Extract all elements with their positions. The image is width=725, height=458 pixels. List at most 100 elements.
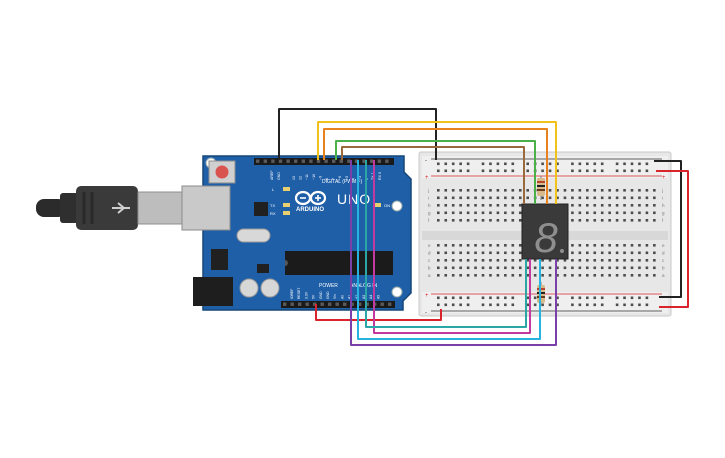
breadboard-hole[interactable] <box>563 274 567 277</box>
wire-teal[interactable] <box>365 160 527 328</box>
breadboard-hole[interactable] <box>600 266 604 270</box>
breadboard-hole[interactable] <box>481 219 485 222</box>
breadboard-hole[interactable] <box>437 169 440 173</box>
breadboard-hole[interactable] <box>615 266 619 270</box>
breadboard-hole[interactable] <box>504 251 507 255</box>
breadboard-hole[interactable] <box>511 219 515 222</box>
breadboard-hole[interactable] <box>608 211 611 215</box>
breadboard-hole[interactable] <box>556 162 559 166</box>
breadboard-hole[interactable] <box>586 189 589 192</box>
breadboard-hole[interactable] <box>586 196 589 200</box>
header-pin[interactable] <box>370 159 374 163</box>
breadboard-hole[interactable] <box>504 259 507 262</box>
breadboard-hole[interactable] <box>600 296 604 300</box>
breadboard-hole[interactable] <box>444 259 448 262</box>
breadboard-hole[interactable] <box>623 211 626 215</box>
breadboard-hole[interactable] <box>496 303 500 307</box>
breadboard-hole[interactable] <box>645 162 649 166</box>
breadboard-hole[interactable] <box>466 196 470 200</box>
breadboard-hole[interactable] <box>489 196 492 200</box>
breadboard-hole[interactable] <box>459 204 462 207</box>
breadboard-hole[interactable] <box>437 244 440 247</box>
breadboard-hole[interactable] <box>548 169 552 173</box>
breadboard-hole[interactable] <box>444 244 448 247</box>
breadboard-hole[interactable] <box>623 303 626 307</box>
breadboard-hole[interactable] <box>653 204 656 207</box>
breadboard-hole[interactable] <box>600 196 604 200</box>
resistor-top[interactable] <box>537 176 545 200</box>
breadboard-hole[interactable] <box>586 296 589 300</box>
breadboard-hole[interactable] <box>586 162 589 166</box>
breadboard-hole[interactable] <box>615 162 619 166</box>
breadboard-hole[interactable] <box>437 204 440 207</box>
breadboard-hole[interactable] <box>511 259 515 262</box>
breadboard-hole[interactable] <box>645 204 649 207</box>
breadboard-hole[interactable] <box>593 169 597 173</box>
breadboard-hole[interactable] <box>630 296 634 300</box>
breadboard-hole[interactable] <box>638 204 641 207</box>
breadboard-hole[interactable] <box>653 251 656 255</box>
breadboard-hole[interactable] <box>451 259 455 262</box>
header-pin[interactable] <box>309 159 313 163</box>
breadboard-hole[interactable] <box>444 211 448 215</box>
header-pin[interactable] <box>324 159 328 163</box>
breadboard-hole[interactable] <box>586 204 589 207</box>
breadboard-hole[interactable] <box>638 244 641 247</box>
breadboard-hole[interactable] <box>496 189 500 192</box>
breadboard-hole[interactable] <box>437 196 440 200</box>
breadboard-hole[interactable] <box>615 169 619 173</box>
breadboard-hole[interactable] <box>474 266 477 270</box>
breadboard-hole[interactable] <box>518 259 522 262</box>
breadboard-hole[interactable] <box>563 196 567 200</box>
breadboard-hole[interactable] <box>571 219 574 222</box>
breadboard-hole[interactable] <box>556 266 559 270</box>
breadboard-hole[interactable] <box>489 219 492 222</box>
header-pin[interactable] <box>362 159 366 163</box>
breadboard-hole[interactable] <box>593 274 597 277</box>
breadboard-hole[interactable] <box>645 266 649 270</box>
breadboard-hole[interactable] <box>474 211 477 215</box>
breadboard-hole[interactable] <box>563 259 567 262</box>
breadboard-hole[interactable] <box>451 266 455 270</box>
header-pin[interactable] <box>305 302 309 306</box>
breadboard-hole[interactable] <box>600 219 604 222</box>
breadboard-hole[interactable] <box>593 196 597 200</box>
breadboard-hole[interactable] <box>459 244 462 247</box>
breadboard-hole[interactable] <box>586 211 589 215</box>
breadboard-hole[interactable] <box>496 219 500 222</box>
breadboard-hole[interactable] <box>548 162 552 166</box>
breadboard-hole[interactable] <box>533 274 537 277</box>
breadboard-hole[interactable] <box>504 204 507 207</box>
breadboard-hole[interactable] <box>496 266 500 270</box>
breadboard-hole[interactable] <box>600 274 604 277</box>
breadboard-hole[interactable] <box>653 244 656 247</box>
wire-orange[interactable] <box>323 128 548 204</box>
breadboard-hole[interactable] <box>466 169 470 173</box>
breadboard-hole[interactable] <box>571 266 574 270</box>
wire-cyan[interactable] <box>357 160 541 340</box>
breadboard-hole[interactable] <box>571 296 574 300</box>
breadboard-hole[interactable] <box>586 303 589 307</box>
breadboard-hole[interactable] <box>466 204 470 207</box>
breadboard-hole[interactable] <box>459 296 462 300</box>
wire-rail-black[interactable] <box>654 160 682 298</box>
breadboard-hole[interactable] <box>638 296 641 300</box>
breadboard-hole[interactable] <box>638 266 641 270</box>
breadboard-hole[interactable] <box>489 259 492 262</box>
reset-button-cap[interactable] <box>215 165 229 179</box>
header-pin[interactable] <box>339 159 343 163</box>
breadboard-hole[interactable] <box>541 274 544 277</box>
header-pin[interactable] <box>328 302 332 306</box>
breadboard-hole[interactable] <box>638 259 641 262</box>
breadboard-hole[interactable] <box>608 251 611 255</box>
breadboard-hole[interactable] <box>630 189 634 192</box>
breadboard-hole[interactable] <box>563 266 567 270</box>
breadboard-hole[interactable] <box>548 303 552 307</box>
breadboard-hole[interactable] <box>474 259 477 262</box>
breadboard-hole[interactable] <box>608 274 611 277</box>
breadboard-hole[interactable] <box>556 259 559 262</box>
breadboard-hole[interactable] <box>504 303 507 307</box>
breadboard-hole[interactable] <box>481 266 485 270</box>
breadboard-hole[interactable] <box>489 189 492 192</box>
